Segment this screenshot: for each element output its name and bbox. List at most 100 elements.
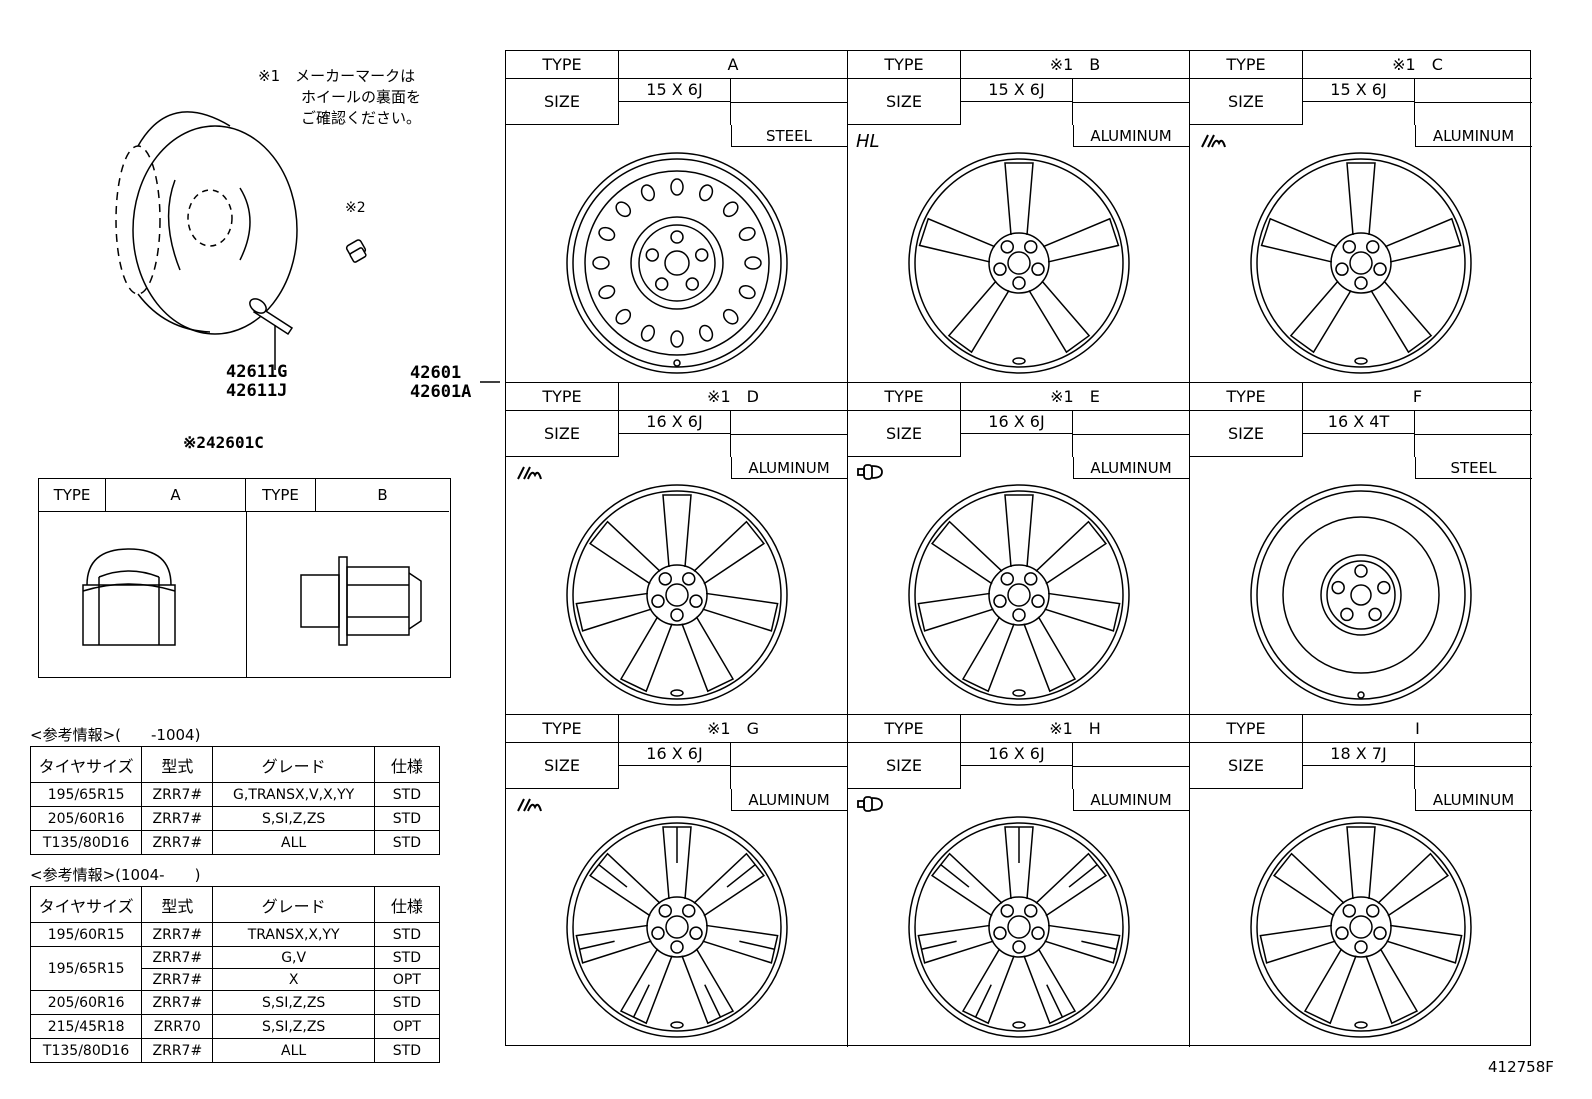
part-valve-1[interactable]: 42611G (226, 362, 288, 382)
type-value: I (1303, 715, 1532, 743)
wheel-type-grid: TYPE A SIZE 15 X 6J STEEL TYPE ※1 B SIZE… (505, 50, 1532, 1047)
type-label: TYPE (506, 715, 619, 743)
table-cell: S,SI,Z,ZS (212, 990, 375, 1015)
table-cell: STD (373, 922, 441, 947)
wheel-drawing (566, 484, 788, 706)
table-cell: STD (373, 806, 441, 831)
wheel-assembly-illustration: ※2 (115, 111, 500, 383)
size-label: SIZE (1190, 411, 1303, 457)
table-cell: ZRR7# (141, 990, 214, 1015)
table-cell: STD (373, 946, 441, 969)
size-value: 18 X 7J (1303, 743, 1415, 766)
table-cell: ZRR7# (141, 968, 214, 991)
ref1-h-model: 型式 (141, 746, 214, 783)
maker-mark-note: ※1 メーカーマークは ホイールの裏面を ご確認ください。 (258, 66, 498, 129)
mark-2-label: ※2 (345, 200, 366, 216)
material-label: ALUMINUM (1073, 457, 1189, 479)
type-value: ※1 E (961, 383, 1189, 411)
size-label: SIZE (848, 411, 961, 457)
size-value: 16 X 6J (619, 411, 731, 434)
lm-logo-icon (514, 463, 546, 488)
type-value: ※1 H (961, 715, 1189, 743)
wheel-type-cell[interactable]: TYPE ※1 H SIZE 16 X 6J ALUMINUM (848, 715, 1190, 1047)
wheel-drawing (908, 152, 1130, 374)
wheel-drawing (1250, 816, 1472, 1038)
part-wheel-1[interactable]: 42601 (410, 363, 462, 383)
type-label: TYPE (506, 383, 619, 411)
size-label: SIZE (848, 79, 961, 125)
material-label: ALUMINUM (1415, 789, 1532, 811)
table-cell: STD (373, 1038, 441, 1063)
part-number-valve[interactable]: 42611G 42611J (226, 363, 287, 401)
table-cell: STD (373, 830, 441, 855)
material-label: ALUMINUM (731, 789, 847, 811)
table-cell: ZRR70 (141, 1014, 214, 1039)
wheel-type-cell[interactable]: TYPE A SIZE 15 X 6J STEEL (506, 51, 848, 383)
type-value: F (1303, 383, 1532, 411)
ref2-h-spec: 仕様 (373, 886, 441, 923)
flange-nut-icon (300, 556, 422, 646)
table-cell: ZRR7# (141, 1038, 214, 1063)
table-cell: ZRR7# (141, 830, 214, 855)
wheel-type-cell[interactable]: TYPE F SIZE 16 X 4T STEEL (1190, 383, 1532, 715)
ref1-h-grade: グレード (212, 746, 375, 783)
wheel-drawing (908, 816, 1130, 1038)
size-label: SIZE (848, 743, 961, 789)
ref1-h-tire: タイヤサイズ (29, 746, 143, 783)
nut-type-label-b: TYPE (246, 479, 316, 512)
type-label: TYPE (1190, 715, 1303, 743)
table-cell: ZRR7# (141, 946, 214, 969)
table-cell: 215/45R18 (29, 1014, 143, 1039)
table-cell: G,TRANSX,V,X,YY (212, 782, 375, 807)
table-cell: 195/60R15 (29, 922, 143, 947)
type-value: ※1 G (619, 715, 847, 743)
part-valve-2[interactable]: 42611J (226, 381, 288, 401)
size-label: SIZE (506, 79, 619, 125)
table-cell: 205/60R16 (29, 990, 143, 1015)
lm-logo-icon (1198, 131, 1230, 156)
type-label: TYPE (848, 51, 961, 79)
wheel-drawing (908, 484, 1130, 706)
size-label: SIZE (506, 743, 619, 789)
nut-type-a: A (106, 479, 246, 512)
table-cell: 205/60R16 (29, 806, 143, 831)
ref-title-2: <参考情報>(1004- ) (30, 866, 201, 884)
nut-type-table: TYPE A TYPE B (38, 478, 451, 678)
table-cell: X (212, 968, 375, 991)
wheel-type-cell[interactable]: TYPE ※1 C SIZE 15 X 6J ALUMINUM (1190, 51, 1532, 383)
lm-logo-icon (514, 795, 546, 820)
size-value: 15 X 6J (961, 79, 1073, 102)
table-cell: ALL (212, 830, 375, 855)
wheel-type-cell[interactable]: TYPE ※1 G SIZE 16 X 6J ALUMINUM (506, 715, 848, 1047)
nut-type-label-a: TYPE (39, 479, 106, 512)
note-line: ※1 メーカーマークは (258, 67, 416, 85)
material-label: ALUMINUM (1073, 125, 1189, 147)
part-number-wheel[interactable]: 42601 42601A (410, 364, 471, 402)
type-label: TYPE (848, 383, 961, 411)
size-value: 15 X 6J (619, 79, 731, 102)
table-cell: 195/65R15 (29, 946, 143, 991)
material-label: ALUMINUM (731, 457, 847, 479)
table-cell: S,SI,Z,ZS (212, 1014, 375, 1039)
type-label: TYPE (506, 51, 619, 79)
hl-mark: HL (856, 131, 880, 152)
wheel-type-cell[interactable]: TYPE I SIZE 18 X 7J ALUMINUM (1190, 715, 1532, 1047)
wheel-type-cell[interactable]: TYPE ※1 D SIZE 16 X 6J ALUMINUM (506, 383, 848, 715)
type-value: ※1 C (1303, 51, 1532, 79)
part-wheel-2[interactable]: 42601A (410, 382, 472, 402)
wheel-drawing (566, 816, 788, 1038)
table-cell: S,SI,Z,ZS (212, 806, 375, 831)
type-value: A (619, 51, 847, 79)
size-label: SIZE (506, 411, 619, 457)
wheel-type-cell[interactable]: TYPE ※1 E SIZE 16 X 6J ALUMINUM (848, 383, 1190, 715)
part-number-nut[interactable]: ※242601C (183, 433, 264, 452)
material-label: STEEL (731, 125, 847, 147)
wheel-drawing (1250, 152, 1472, 374)
table-cell: ALL (212, 1038, 375, 1063)
size-value: 16 X 6J (961, 743, 1073, 766)
type-label: TYPE (1190, 51, 1303, 79)
size-label: SIZE (1190, 79, 1303, 125)
